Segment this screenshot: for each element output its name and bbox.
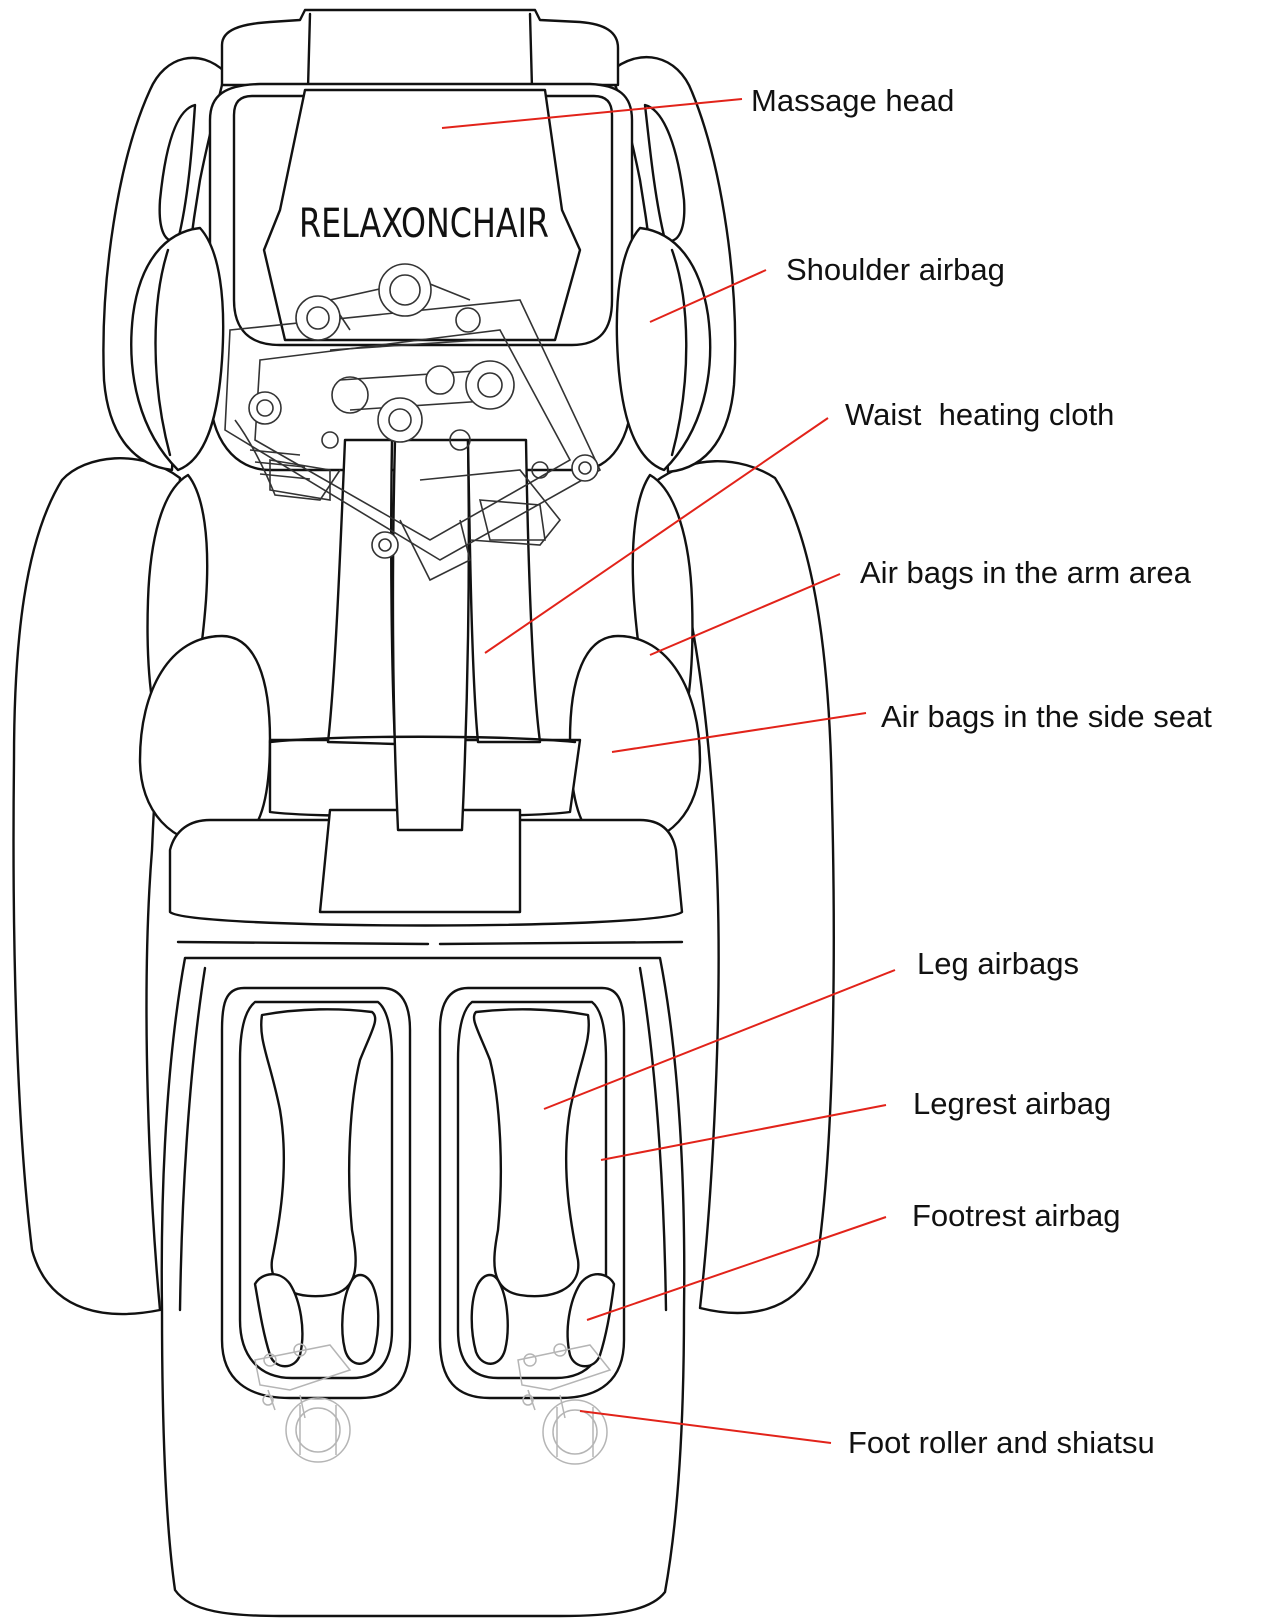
brand-logo: RELAXONCHAIR	[299, 201, 549, 247]
label-arm-airbags: Air bags in the arm area	[860, 555, 1192, 590]
right-foot-pad-a	[472, 1275, 508, 1364]
label-legrest-airbag: Legrest airbag	[913, 1086, 1111, 1121]
label-massage-head: Massage head	[751, 83, 954, 118]
label-leg-airbags: Leg airbags	[917, 946, 1079, 981]
chair-outline	[14, 10, 834, 1616]
waist-heating-strip-right	[468, 440, 540, 742]
left-foot-pad-b	[342, 1275, 378, 1364]
waist-heating-strip-left	[328, 440, 395, 744]
label-foot-roller: Foot roller and shiatsu	[848, 1425, 1155, 1460]
seat-separator	[178, 942, 682, 944]
label-shoulder-airbag: Shoulder airbag	[786, 252, 1005, 287]
label-footrest-airbag: Footrest airbag	[912, 1198, 1121, 1233]
label-waist-heating-cloth: Waist heating cloth	[845, 397, 1114, 432]
headrest-top	[222, 10, 618, 85]
label-side-seat-airbags: Air bags in the side seat	[881, 699, 1212, 734]
waist-heating-strip-center	[393, 440, 469, 830]
